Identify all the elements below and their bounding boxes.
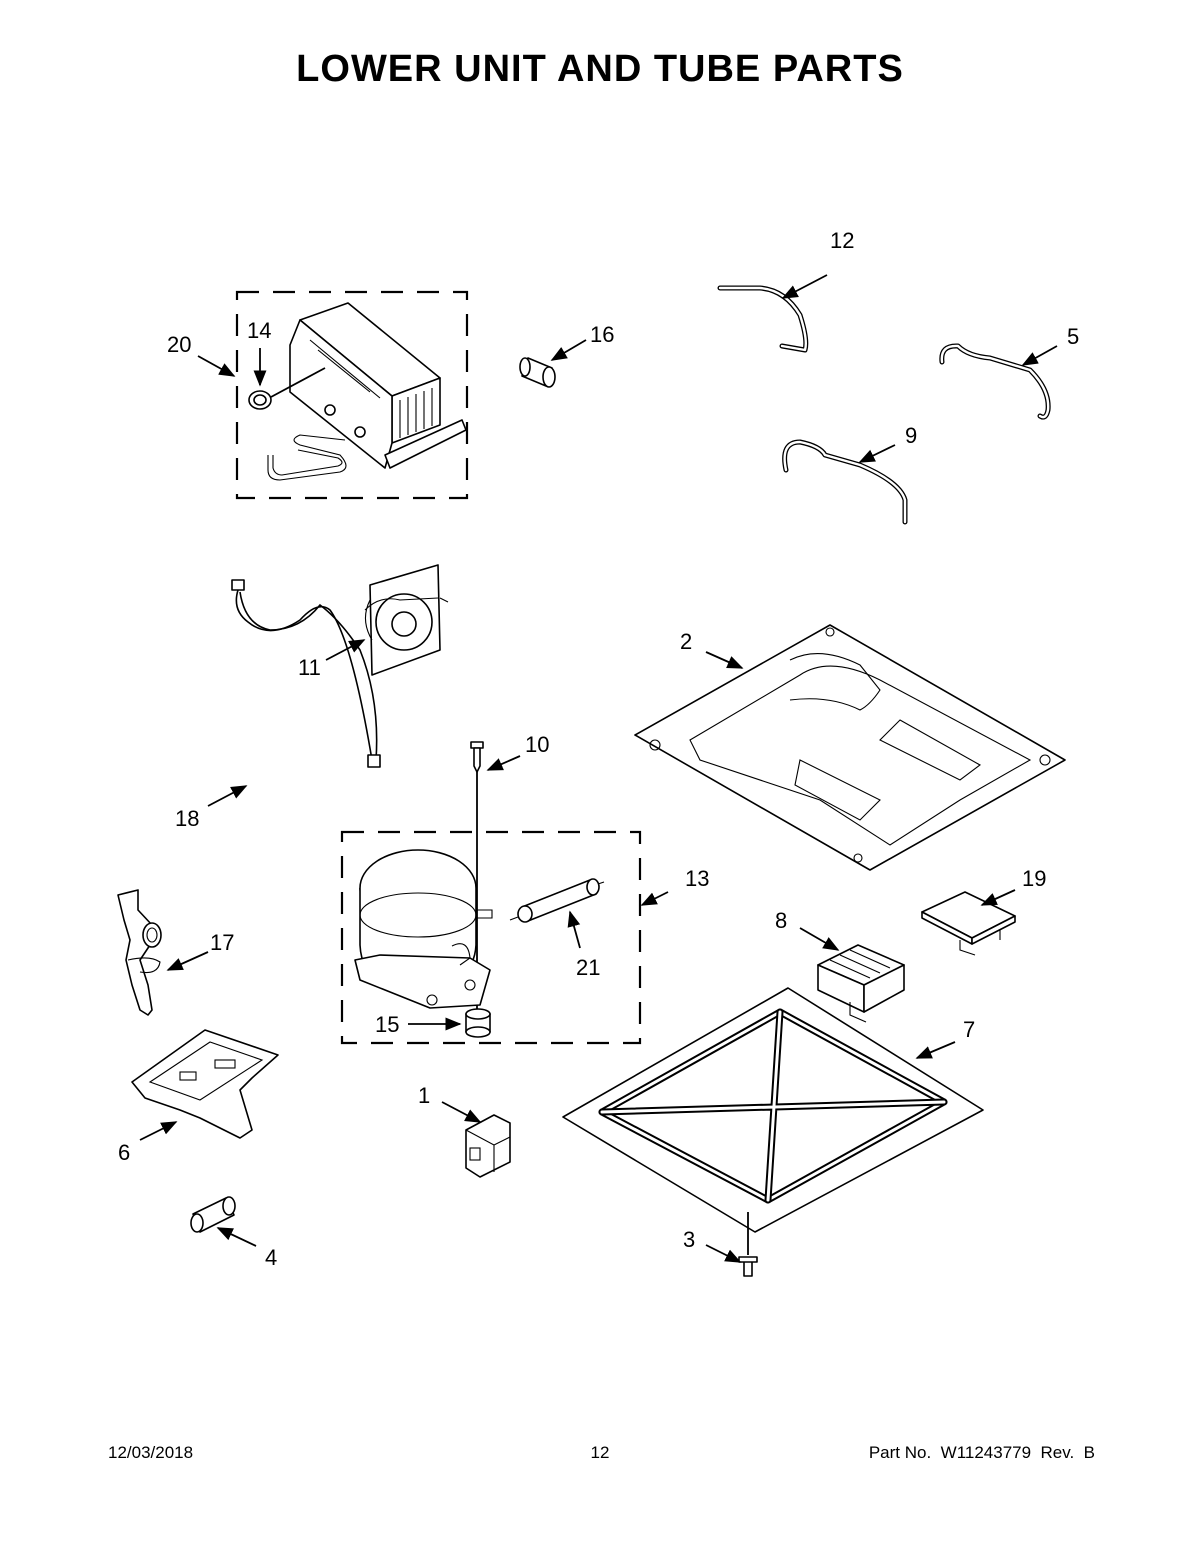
- callout-2: 2: [680, 629, 692, 654]
- callout-20: 20: [167, 332, 191, 357]
- part-fan-11[interactable]: [364, 564, 449, 676]
- part-tube-5[interactable]: [939, 343, 1051, 420]
- part-module-8[interactable]: [817, 944, 905, 1023]
- part-tube-9[interactable]: [782, 439, 908, 525]
- part-16-cylinder[interactable]: [519, 357, 556, 388]
- callout-1: 1: [418, 1083, 430, 1108]
- part-grommet-15[interactable]: [465, 1008, 491, 1038]
- callout-17: 17: [210, 930, 234, 955]
- callout-13: 13: [685, 866, 709, 891]
- part-tube-12[interactable]: [717, 285, 809, 353]
- callout-18: 18: [175, 806, 199, 831]
- callout-21: 21: [576, 955, 600, 980]
- callout-11: 11: [298, 655, 321, 680]
- part-compressor[interactable]: [354, 849, 493, 1009]
- leader-lines: [139, 274, 1058, 1263]
- callout-5: 5: [1067, 324, 1079, 349]
- callout-4: 4: [265, 1245, 277, 1270]
- callout-16: 16: [590, 322, 614, 347]
- page-title: LOWER UNIT AND TUBE PARTS: [296, 48, 904, 90]
- footer-page-number: 12: [590, 1443, 610, 1462]
- assembly-20-boundary: [235, 290, 469, 500]
- part-relay-1[interactable]: [465, 1114, 511, 1178]
- callout-14: 14: [247, 318, 271, 343]
- callout-10: 10: [525, 732, 549, 757]
- part-condenser-assembly[interactable]: [267, 302, 467, 481]
- callout-12: 12: [830, 228, 854, 253]
- part-tube-4[interactable]: [190, 1196, 236, 1233]
- callout-9: 9: [905, 423, 917, 448]
- callout-7: 7: [963, 1017, 975, 1042]
- callout-19: 19: [1022, 866, 1046, 891]
- part-mat-7[interactable]: [562, 987, 984, 1233]
- part-drain-tube-17[interactable]: [117, 889, 162, 1016]
- callout-8: 8: [775, 908, 787, 933]
- footer-date: 12/03/2018: [108, 1443, 194, 1462]
- footer-part-number: Part No. W11243779 Rev. B: [868, 1443, 1095, 1462]
- part-bracket-6[interactable]: [131, 1029, 279, 1139]
- part-drier-21[interactable]: [509, 878, 605, 923]
- part-board-19[interactable]: [921, 891, 1016, 956]
- callout-6: 6: [118, 1140, 130, 1165]
- part-base-plate-2[interactable]: [634, 624, 1066, 871]
- callout-3: 3: [683, 1227, 695, 1252]
- callout-labels: 1 2 3 4 5 6 7 8 9 10 11 12 13 14 15 16 1…: [118, 228, 1079, 1270]
- part-wire-harness-18[interactable]: [231, 579, 381, 768]
- part-grommet-14[interactable]: [248, 367, 326, 410]
- assembly-13-boundary: [340, 830, 642, 1045]
- callout-15: 15: [375, 1012, 399, 1037]
